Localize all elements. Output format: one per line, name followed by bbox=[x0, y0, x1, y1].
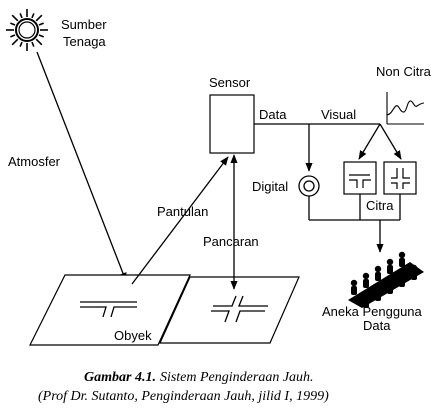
sun-ray bbox=[31, 13, 35, 19]
pancaran-label: Pancaran bbox=[203, 234, 259, 249]
user-figure-body bbox=[351, 286, 357, 295]
citra-image-right bbox=[383, 161, 417, 195]
non-citra-graph-icon bbox=[386, 92, 425, 125]
incoming-radiation-arrow bbox=[36, 51, 127, 282]
figure-caption: Gambar 4.1. Sistem Penginderaan Jauh. bbox=[84, 370, 314, 385]
user-figure-head bbox=[362, 292, 370, 300]
sun-icon bbox=[6, 9, 48, 51]
citra-label: Citra bbox=[366, 198, 394, 213]
sun-ray bbox=[11, 38, 19, 46]
caption-source: (Prof Dr. Sutanto, Penginderaan Jauh, ji… bbox=[38, 389, 329, 404]
sun-ray bbox=[10, 34, 16, 38]
sensor-label: Sensor bbox=[209, 75, 251, 90]
sun-ray bbox=[19, 13, 23, 19]
user-figure-head bbox=[362, 272, 370, 280]
sun-ray bbox=[31, 41, 35, 47]
users-group-icon bbox=[348, 251, 424, 308]
citra-arrow-right bbox=[379, 123, 402, 160]
digital-disk-icon bbox=[298, 175, 320, 197]
user-figure-head bbox=[398, 251, 406, 259]
sun-ray bbox=[38, 34, 44, 38]
sun-ray bbox=[11, 14, 19, 22]
visual-label: Visual bbox=[321, 107, 356, 122]
caption-number: Gambar 4.1. bbox=[84, 370, 156, 385]
sun-ray bbox=[38, 22, 44, 26]
user-figure-head bbox=[386, 278, 394, 286]
caption-title: Sistem Penginderaan Jauh. bbox=[160, 370, 314, 385]
atmosfer-label: Atmosfer bbox=[8, 154, 61, 169]
non-citra-label: Non Citra bbox=[376, 64, 432, 79]
object-surface-right bbox=[159, 276, 300, 344]
user-figure-head bbox=[398, 271, 406, 279]
user-figure-body bbox=[363, 299, 369, 308]
user-figure-body bbox=[387, 265, 393, 274]
user-figure-body bbox=[411, 271, 417, 280]
citra-image-left bbox=[343, 161, 377, 195]
user-figure-body bbox=[363, 279, 369, 288]
user-figure-head bbox=[350, 279, 358, 287]
sun-label-line2: Tenaga bbox=[63, 34, 106, 49]
user-figure-head bbox=[374, 285, 382, 293]
user-figure-body bbox=[387, 285, 393, 294]
sun-ray bbox=[35, 14, 43, 22]
data-label: Data bbox=[259, 107, 287, 122]
sensor-box bbox=[209, 94, 255, 154]
user-figure-head bbox=[374, 265, 382, 273]
user-figure-head bbox=[410, 264, 418, 272]
pantulan-label: Pantulan bbox=[157, 204, 208, 219]
users-label-line2: Data bbox=[363, 318, 391, 333]
sun-ray bbox=[19, 41, 23, 47]
sun-label-line1: Sumber bbox=[61, 17, 107, 32]
user-figure-body bbox=[375, 292, 381, 301]
reflection-arrow bbox=[131, 156, 229, 285]
citra-arrow-left bbox=[358, 123, 381, 160]
sun-ray bbox=[10, 22, 16, 26]
object-surface-left bbox=[29, 274, 191, 346]
user-figure-head bbox=[386, 258, 394, 266]
users-label-line1: Aneka Pengguna bbox=[322, 304, 423, 319]
user-figure-body bbox=[399, 278, 405, 287]
user-figure-body bbox=[375, 272, 381, 281]
user-figure-body bbox=[399, 258, 405, 267]
digital-label: Digital bbox=[252, 179, 288, 194]
sun-ray bbox=[35, 38, 43, 46]
obyek-label: Obyek bbox=[114, 328, 152, 343]
